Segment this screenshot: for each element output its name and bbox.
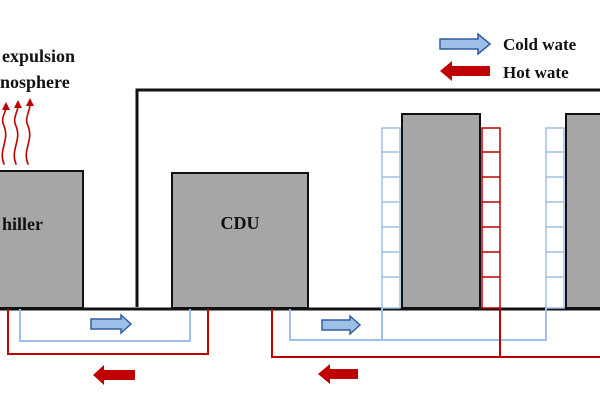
heat-wave-icon — [1, 103, 31, 165]
cdu-rack-cold-loop — [289, 308, 547, 341]
cold-manifold-rack-1 — [381, 127, 401, 309]
cdu-rack-hot-loop — [271, 309, 600, 358]
hot-manifold-rack-1 — [481, 127, 501, 309]
heat-note-line-2: nosphere — [0, 72, 70, 92]
legend: Cold wate Hot wate — [439, 32, 577, 82]
legend-cold-label: Cold wate — [503, 35, 577, 54]
cdu-box — [171, 172, 309, 309]
server-rack-1 — [401, 113, 481, 309]
chiller-box — [0, 170, 84, 309]
chiller-cdu-hot-loop — [7, 309, 209, 355]
cold-flow-arrow-left — [90, 313, 133, 335]
legend-cold-arrow-icon — [439, 32, 492, 56]
top-loop-line — [135, 88, 600, 307]
hot-flow-arrow-mid — [318, 364, 358, 384]
chiller-cdu-cold-loop — [19, 309, 191, 342]
hot-flow-arrow-left — [93, 365, 135, 385]
cold-flow-arrow-mid — [321, 314, 362, 336]
cdu-label: CDU — [221, 213, 260, 233]
cold-manifold-rack-2 — [545, 127, 565, 309]
heat-wave-arrowheads — [2, 98, 34, 110]
chiller-label: hiller — [2, 214, 43, 234]
server-rack-2 — [565, 113, 600, 309]
legend-hot-label: Hot wate — [503, 63, 569, 82]
legend-hot-arrow-icon — [440, 61, 490, 81]
heat-note-line-1: expulsion — [2, 46, 75, 66]
